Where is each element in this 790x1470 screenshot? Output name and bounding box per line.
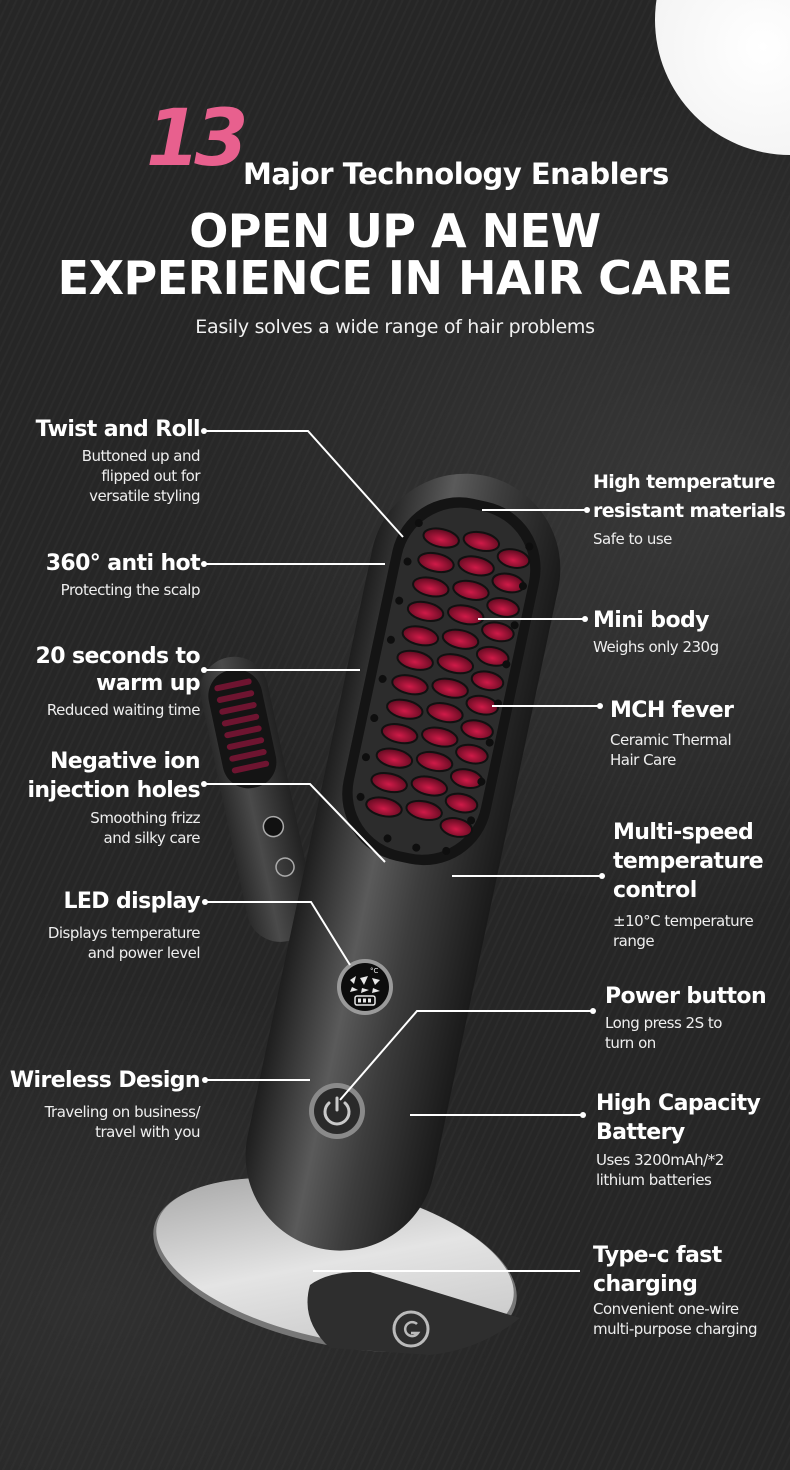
feature-multi-speed-temp: Multi-speed temperature control ±10°C te…	[613, 818, 764, 951]
feature-title: LED display	[63, 889, 200, 914]
feature-mch-fever: MCH fever Ceramic Thermal Hair Care	[610, 697, 734, 770]
led-display: °C	[337, 959, 393, 1015]
headline-line-2: EXPERIENCE IN HAIR CARE	[57, 251, 733, 305]
charging-stand	[153, 1177, 520, 1355]
feature-desc: Long press 2S to turn on	[605, 1014, 722, 1052]
feature-desc: Smoothing frizz and silky care	[90, 809, 200, 847]
secondary-brush	[200, 656, 315, 942]
feature-title: 20 seconds to warm up	[35, 644, 201, 696]
feature-wireless-design: Wireless Design Traveling on business/ t…	[9, 1067, 201, 1142]
feature-high-capacity-battery: High Capacity Battery Uses 3200mAh/*2 li…	[596, 1089, 761, 1190]
feature-desc: Weighs only 230g	[593, 638, 719, 656]
feature-mini-body: Mini body Weighs only 230g	[593, 607, 719, 657]
feature-title: Type-c fast charging	[593, 1243, 722, 1297]
feature-led-display: LED display Displays temperature and pow…	[47, 888, 201, 963]
feature-type-c-charging: Type-c fast charging Convenient one-wire…	[593, 1241, 758, 1339]
feature-negative-ion: Negative ion injection holes Smoothing f…	[27, 747, 200, 848]
feature-title: MCH fever	[610, 698, 734, 723]
feature-count: 13	[146, 94, 249, 184]
feature-title: Power button	[605, 984, 767, 1009]
feature-desc: Reduced waiting time	[46, 701, 201, 719]
feature-desc: Uses 3200mAh/*2 lithium batteries	[596, 1151, 724, 1189]
header-subtitle: Major Technology Enablers	[243, 157, 669, 191]
feature-title: High Capacity Battery	[596, 1091, 761, 1145]
feature-360-anti-hot: 360° anti hot Protecting the scalp	[45, 550, 201, 600]
feature-title: Wireless Design	[9, 1068, 201, 1093]
feature-power-button: Power button Long press 2S to turn on	[605, 983, 767, 1053]
feature-title: 360° anti hot	[45, 551, 201, 576]
power-button	[309, 1083, 365, 1139]
feature-desc: ±10°C temperature range	[613, 912, 754, 950]
main-brush	[245, 473, 561, 1251]
tagline: Easily solves a wide range of hair probl…	[195, 316, 595, 338]
feature-title: Mini body	[593, 608, 709, 633]
feature-desc: Safe to use	[593, 530, 672, 548]
headline-line-1: OPEN UP A NEW	[189, 204, 601, 258]
feature-title: High temperature resistant materials	[593, 471, 786, 522]
feature-desc: Protecting the scalp	[60, 581, 201, 599]
headline: OPEN UP A NEW EXPERIENCE IN HAIR CARE	[0, 208, 790, 302]
feature-desc: Ceramic Thermal Hair Care	[610, 731, 732, 769]
feature-desc: Displays temperature and power level	[47, 924, 201, 962]
svg-text:°C: °C	[370, 967, 379, 975]
feature-twist-and-roll: Twist and Roll Buttoned up and flipped o…	[35, 416, 201, 506]
feature-desc: Buttoned up and flipped out for versatil…	[81, 447, 201, 505]
feature-title: Twist and Roll	[35, 417, 201, 442]
feature-title: Negative ion injection holes	[27, 749, 200, 803]
feature-20-seconds-warm-up: 20 seconds to warm up Reduced waiting ti…	[35, 643, 201, 720]
feature-high-temp-materials: High temperature resistant materials Saf…	[593, 468, 786, 549]
feature-desc: Convenient one-wire multi-purpose chargi…	[593, 1300, 758, 1338]
feature-title: Multi-speed temperature control	[613, 820, 764, 903]
feature-desc: Traveling on business/ travel with you	[44, 1103, 201, 1141]
